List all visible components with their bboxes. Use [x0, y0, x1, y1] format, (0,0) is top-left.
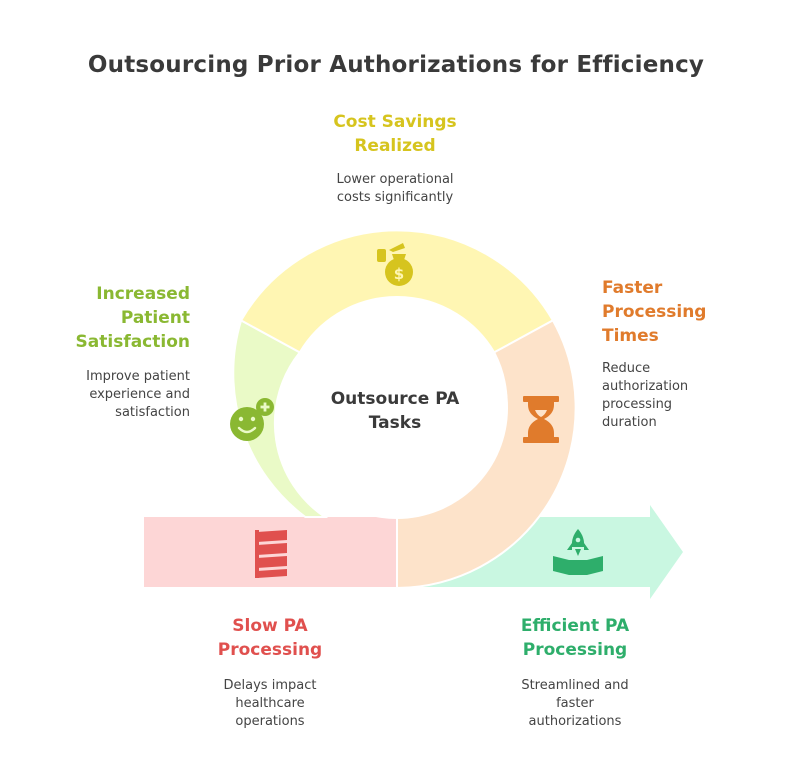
center-circle: [286, 297, 508, 519]
cost-desc-line1: Lower operational: [336, 172, 454, 187]
efficient-title-line2: Processing: [522, 640, 628, 660]
slow-desc-line3: operations: [235, 714, 305, 729]
cost-savings-description: Lower operational costs significantly: [300, 171, 490, 207]
cost-savings-title: Cost Savings Realized: [300, 110, 490, 158]
faster-title-line3: Times: [602, 326, 659, 346]
slow-processing-title: Slow PA Processing: [170, 614, 370, 662]
slow-title-line2: Processing: [217, 640, 323, 660]
slow-desc-line2: healthcare: [235, 696, 305, 711]
hourglass-icon: [523, 396, 559, 443]
rocket-launch-icon: [553, 529, 603, 575]
ring-segment-cost: [239, 229, 555, 354]
patient-desc-line2: experience and: [89, 387, 190, 402]
efficient-processing-description: Streamlined and faster authorizations: [470, 677, 680, 731]
faster-processing-description: Reduce authorization processing duration: [602, 360, 782, 432]
patient-desc-line3: satisfaction: [115, 405, 190, 420]
slow-desc-line1: Delays impact: [223, 678, 317, 693]
svg-text:$: $: [394, 265, 404, 283]
faster-processing-title: Faster Processing Times: [602, 276, 782, 348]
center-label-line2: Tasks: [369, 413, 421, 433]
faster-desc-line4: duration: [602, 415, 657, 430]
efficient-title-line1: Efficient PA: [520, 616, 630, 636]
center-label-line1: Outsource PA: [331, 389, 460, 409]
faster-desc-line3: processing: [602, 397, 673, 412]
smiley-plus-icon: [230, 398, 274, 441]
patient-title-line2: Patient: [120, 308, 190, 328]
diagram-title: Outsourcing Prior Authorizations for Eff…: [87, 52, 705, 78]
efficient-desc-line3: authorizations: [528, 714, 622, 729]
slow-processing-description: Delays impact healthcare operations: [170, 677, 370, 731]
faster-desc-line2: authorization: [602, 379, 689, 394]
cost-title-line1: Cost Savings: [333, 112, 457, 132]
cost-title-line2: Realized: [354, 136, 436, 156]
patient-title-line3: Satisfaction: [75, 332, 190, 352]
efficient-processing-title: Efficient PA Processing: [470, 614, 680, 662]
patient-title-line1: Increased: [96, 284, 190, 304]
faster-desc-line1: Reduce: [602, 361, 651, 376]
patient-satisfaction-title: Increased Patient Satisfaction: [20, 282, 190, 354]
efficient-desc-line1: Streamlined and: [521, 678, 629, 693]
patient-satisfaction-description: Improve patient experience and satisfact…: [20, 368, 190, 422]
slow-title-line1: Slow PA: [232, 616, 308, 636]
spring-icon: [255, 530, 287, 578]
patient-desc-line1: Improve patient: [86, 369, 190, 384]
money-bag-icon: $: [377, 243, 413, 286]
efficient-desc-line2: faster: [556, 696, 594, 711]
faster-title-line2: Processing: [602, 302, 707, 322]
cost-desc-line2: costs significantly: [336, 190, 454, 205]
faster-title-line1: Faster: [602, 278, 663, 298]
